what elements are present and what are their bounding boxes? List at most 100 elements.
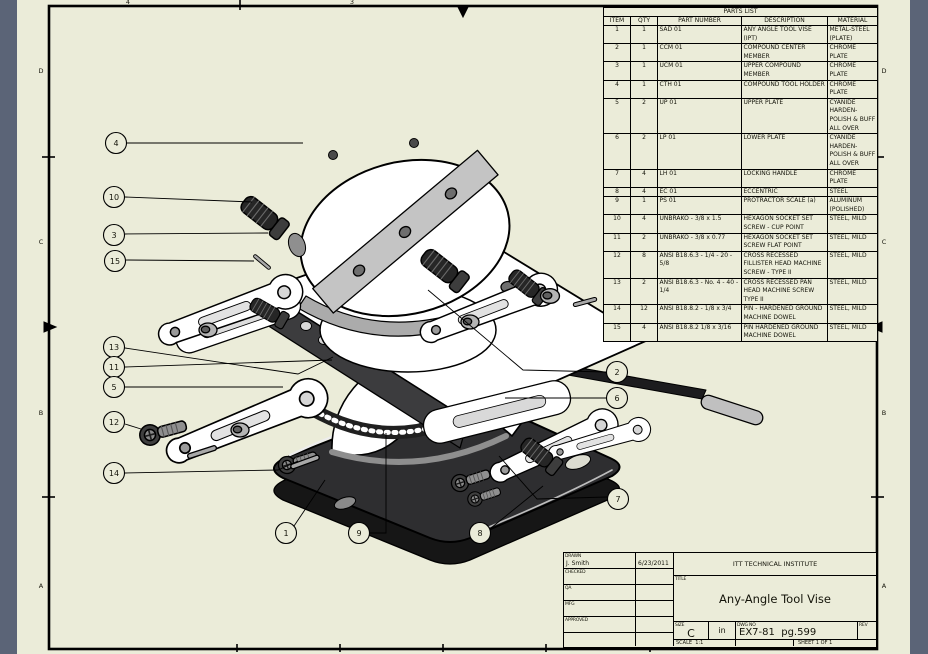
drawing-title: Any-Angle Tool Vise — [719, 591, 831, 606]
svg-text:13: 13 — [109, 343, 119, 352]
zone-right-c: C — [882, 238, 887, 246]
callout-balloon-14: 14 — [102, 460, 299, 485]
field-approved: APPROVED — [564, 617, 636, 633]
svg-text:14: 14 — [109, 469, 119, 478]
center-arrow-left — [43, 321, 58, 333]
svg-text:8: 8 — [477, 529, 482, 538]
svg-text:4: 4 — [113, 139, 118, 148]
parts-list-table: PARTS LIST ITEM QTY PART NUMBER DESCRIPT… — [602, 7, 879, 342]
field-drawn-date: 6/23/2011 — [636, 553, 674, 569]
zone-left-a: A — [39, 582, 44, 590]
svg-text:6: 6 — [614, 394, 619, 403]
sheet-number: SHEET 1 OF 1 — [798, 640, 833, 646]
col-header-part-number: PART NUMBER — [657, 16, 742, 26]
callout-balloon-6: 6 — [505, 386, 629, 410]
callout-balloon-7: 7 — [498, 455, 630, 511]
zone-top-3: 3 — [350, 0, 354, 6]
field-drawn: DRAWN J. Smith — [564, 553, 636, 569]
callout-balloon-11: 11 — [102, 355, 333, 379]
scale-value: 1:1 — [695, 640, 704, 646]
callout-layer: 4 10 3 15 13 11 5 12 14 1 9 8 2 6 7 — [102, 131, 630, 545]
zone-left-c: C — [39, 238, 44, 246]
callout-balloon-10: 10 — [102, 185, 253, 209]
zone-right-b: B — [882, 409, 886, 417]
zone-left-d: D — [38, 67, 43, 75]
callout-balloon-4: 4 — [104, 131, 303, 155]
zone-top-4: 4 — [126, 0, 130, 6]
col-header-material: MATERIAL — [826, 16, 879, 26]
sheet-cell: SHEET 1 OF 1 — [794, 640, 876, 646]
locking-handle-lower-right — [422, 380, 654, 492]
field-mfg: MFG — [564, 601, 636, 617]
parts-list-title: PARTS LIST — [602, 7, 879, 17]
page-ref: pg.599 — [781, 627, 817, 638]
callout-balloon-15: 15 — [103, 249, 255, 273]
callout-balloon-5: 5 — [102, 375, 283, 399]
size-cell: SIZE C — [674, 622, 709, 640]
locking-handle-upper-left — [152, 268, 309, 355]
svg-text:10: 10 — [109, 193, 119, 202]
callout-balloon-12: 12 — [102, 410, 142, 434]
company-name: ITT TECHNICAL INSTITUTE — [732, 560, 818, 568]
sheet-size: C — [687, 627, 695, 640]
units: in — [718, 626, 726, 635]
zone-labels: D C B A D C B A 4 3 — [38, 0, 886, 590]
col-header-qty: QTY — [630, 16, 658, 26]
scale-cell: SCALE 1:1 — [674, 640, 736, 646]
drawn-date: 6/23/2011 — [638, 560, 669, 567]
callout-balloon-8: 8 — [468, 485, 544, 545]
dwg-no: EX7-81 — [739, 627, 775, 638]
field-qa: QA — [564, 585, 636, 601]
callout-balloon-2: 2 — [427, 289, 629, 384]
zone-left-b: B — [39, 409, 43, 417]
zone-right-d: D — [881, 67, 886, 75]
svg-text:12: 12 — [109, 418, 119, 427]
svg-text:11: 11 — [109, 363, 119, 372]
callout-balloon-3: 3 — [102, 223, 269, 247]
units-cell: in — [709, 622, 736, 640]
svg-text:3: 3 — [111, 231, 116, 240]
title-block: DRAWN J. Smith 6/23/2011 CHECKED QA MFG … — [563, 552, 877, 648]
svg-text:9: 9 — [356, 529, 361, 538]
svg-text:15: 15 — [110, 257, 120, 266]
col-header-description: DESCRIPTION — [741, 16, 828, 26]
svg-text:2: 2 — [614, 368, 619, 377]
callout-balloon-13: 13 — [102, 335, 334, 375]
svg-text:7: 7 — [615, 495, 620, 504]
locking-handle — [700, 394, 764, 426]
title-cell: TITLE Any-Angle Tool Vise — [674, 576, 876, 622]
field-checked: CHECKED — [564, 569, 636, 585]
col-header-item: ITEM — [603, 16, 631, 26]
socket-set-screw — [236, 191, 292, 242]
callout-balloon-9: 9 — [347, 433, 387, 545]
upper-plate — [312, 149, 499, 314]
rev-cell: REV — [858, 622, 876, 640]
zone-right-a: A — [882, 582, 887, 590]
svg-text:1: 1 — [283, 529, 288, 538]
dwg-no-cell: DWG NO EX7-81 pg.599 — [736, 622, 858, 640]
parts-list-header-row: ITEM QTY PART NUMBER DESCRIPTION MATERIA… — [603, 16, 879, 26]
dowel-pin — [252, 253, 272, 271]
svg-text:5: 5 — [111, 383, 116, 392]
center-arrow-top — [457, 6, 469, 19]
callout-balloon-1: 1 — [274, 479, 326, 545]
drawn-by: J. Smith — [566, 560, 590, 567]
